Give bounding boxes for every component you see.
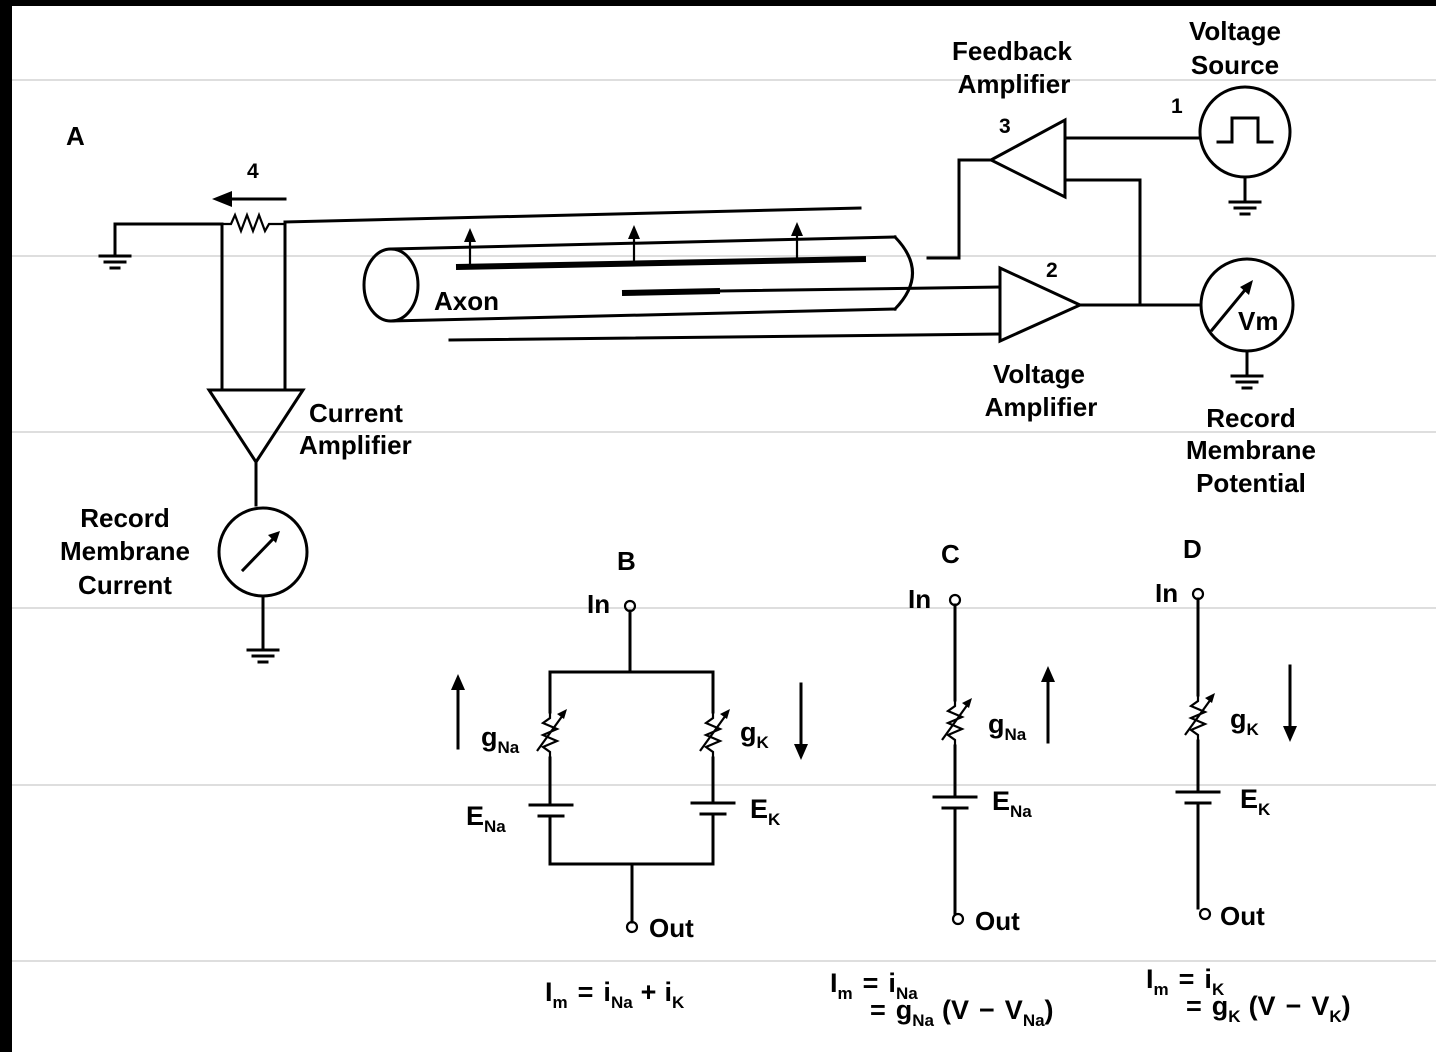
resistor-icon	[222, 211, 285, 235]
axon-label: Axon	[434, 286, 499, 316]
equation-c-line-2: =gNa(V−VNa)	[870, 995, 1054, 1030]
circuit-b: In Out gNa gK ENa EK	[451, 589, 808, 943]
in-label-d: In	[1155, 578, 1178, 608]
number-4: 4	[247, 160, 259, 183]
ek-label-d: EK	[1240, 784, 1271, 819]
gk-label-d: gK	[1230, 704, 1260, 739]
current-meter: Record Membrane Current	[60, 503, 309, 664]
record-potential-label-3: Potential	[1196, 468, 1306, 498]
voltage-source-label-1: Voltage	[1189, 16, 1281, 46]
feedback-amplifier-label-2: Amplifier	[958, 69, 1071, 99]
equation-c-line-1: Im=iNa	[830, 968, 918, 1003]
arrow-down-icon	[1283, 664, 1297, 742]
out-label-b: Out	[649, 913, 694, 943]
number-1: 1	[1171, 95, 1183, 118]
number-3: 3	[999, 115, 1011, 138]
meter-needle-icon	[1240, 280, 1253, 295]
vm-label: Vm	[1238, 306, 1278, 336]
meter-needle-icon	[268, 531, 280, 543]
panel-label-b: B	[617, 546, 636, 576]
record-current-label-1: Record	[80, 503, 170, 533]
arrow-up-icon	[464, 222, 803, 264]
current-electrode: 4	[98, 160, 862, 390]
gna-label-b: gNa	[481, 722, 520, 757]
out-label-d: Out	[1220, 901, 1265, 931]
equation-d-line-2: =gK(V−VK)	[1186, 991, 1351, 1026]
ruled-lines	[12, 79, 1436, 962]
axon: Axon	[362, 222, 1002, 342]
voltage-amplifier-label-1: Voltage	[993, 359, 1085, 389]
circuit-c: In Out gNa ENa	[908, 584, 1055, 936]
ena-label-c: ENa	[992, 786, 1032, 821]
record-potential-label-2: Membrane	[1186, 435, 1316, 465]
out-label-c: Out	[975, 906, 1020, 936]
panel-label-a: A	[66, 121, 85, 151]
feedback-amplifier-label-1: Feedback	[952, 36, 1072, 66]
equation-b: Im=iNa+iK	[545, 977, 685, 1012]
feedback-amplifier: 3 Feedback Amplifier	[926, 36, 1202, 307]
membrane-potential-meter: Vm Record Membrane Potential	[1186, 257, 1316, 498]
gna-label-c: gNa	[988, 709, 1027, 744]
panel-label-d: D	[1183, 534, 1202, 564]
gk-label-b: gK	[740, 717, 770, 752]
current-amplifier-label-2: Amplifier	[299, 430, 412, 460]
voltage-amplifier: 2 Voltage Amplifier	[985, 259, 1202, 422]
voltage-amplifier-label-2: Amplifier	[985, 392, 1098, 422]
record-current-label-3: Current	[78, 570, 172, 600]
arrow-left-icon	[212, 191, 232, 207]
equation-d-line-1: Im=iK	[1146, 964, 1225, 999]
arrow-down-icon	[794, 682, 808, 760]
pulse-icon	[1216, 116, 1274, 144]
in-label-b: In	[587, 589, 610, 619]
voltage-source-label-2: Source	[1191, 50, 1279, 80]
arrow-up-icon	[1041, 666, 1055, 744]
ena-label-b: ENa	[466, 801, 506, 836]
in-label-c: In	[908, 584, 931, 614]
panel-label-c: C	[941, 539, 960, 569]
current-amplifier: Current Amplifier	[206, 388, 412, 507]
record-potential-label-1: Record	[1206, 403, 1296, 433]
current-amplifier-label-1: Current	[309, 398, 403, 428]
circuit-d: In Out gK EK	[1155, 578, 1297, 931]
record-current-label-2: Membrane	[60, 536, 190, 566]
arrow-up-icon	[451, 674, 465, 750]
number-2: 2	[1046, 259, 1058, 282]
ek-label-b: EK	[750, 794, 781, 829]
voltage-source: 1 Voltage Source	[1171, 16, 1292, 216]
